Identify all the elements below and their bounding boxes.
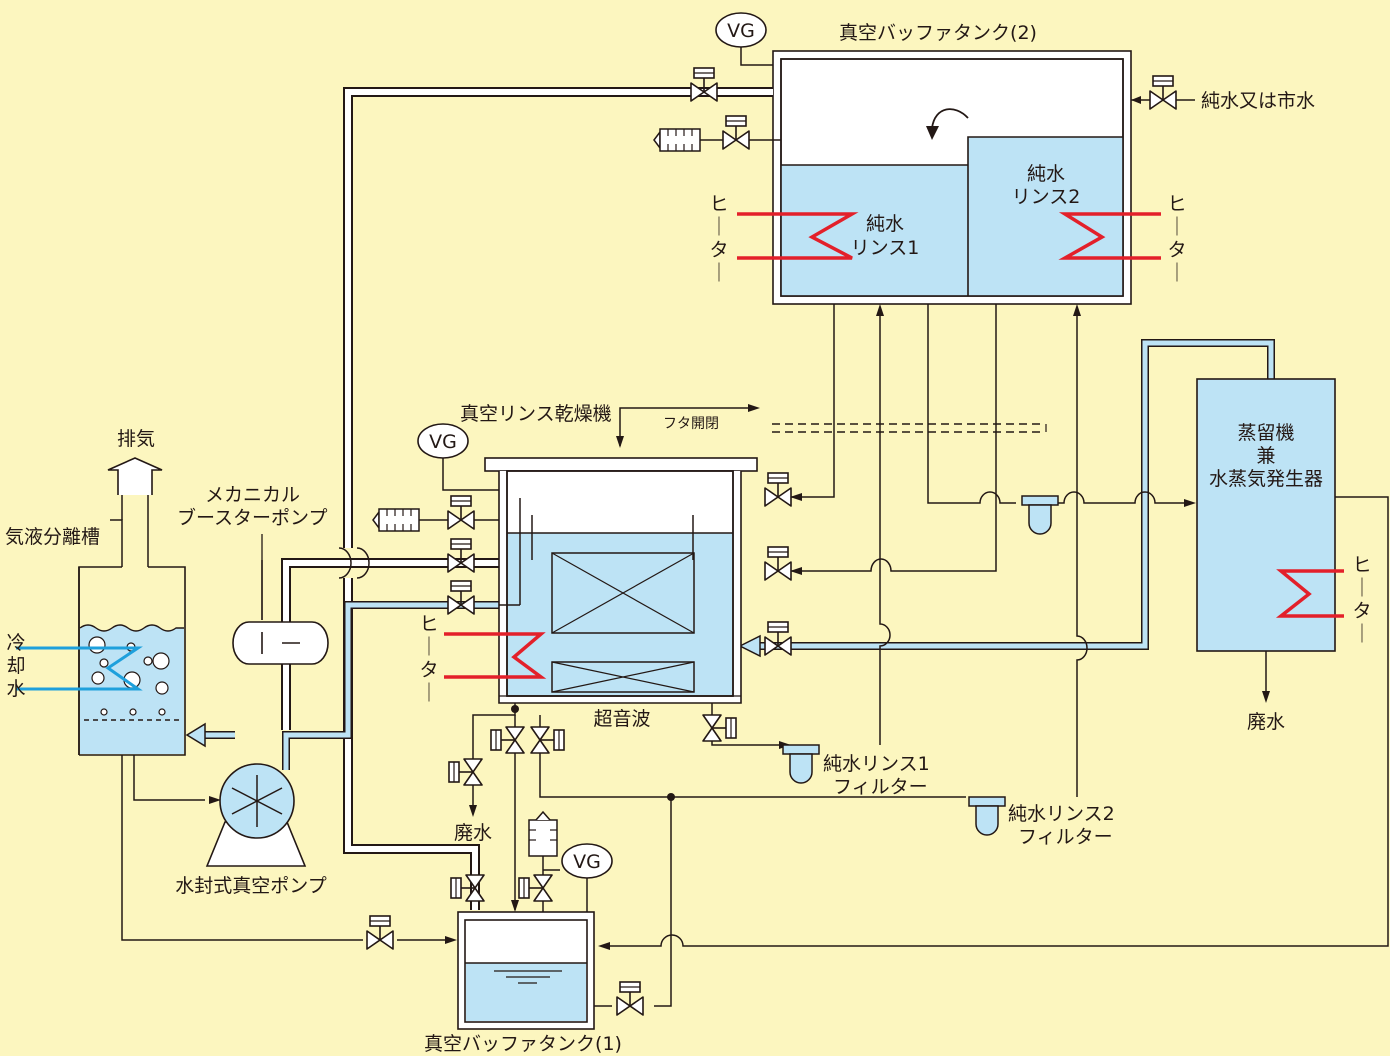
buffer-tank-2 bbox=[772, 50, 1132, 305]
rotation-arrow-icon bbox=[926, 108, 969, 140]
rinse1-label-line1: 純水 bbox=[866, 213, 904, 235]
vacuum-rinse-dryer-label: 真空リンス乾燥機 bbox=[460, 403, 612, 425]
vg-label: VG bbox=[727, 20, 755, 42]
pure-water-inlet: 純水又は市水 bbox=[1131, 75, 1315, 112]
vacuum-gauge-icon: VG bbox=[417, 423, 499, 491]
distiller-label-line2: 兼 bbox=[1256, 445, 1275, 467]
heater-icon bbox=[1275, 569, 1344, 618]
cooling-coil-icon bbox=[16, 646, 143, 691]
cooling-water-char: 却 bbox=[6, 655, 25, 677]
distiller: 蒸留機 兼 水蒸気発生器 bbox=[1196, 378, 1336, 652]
valve-icon[interactable] bbox=[530, 726, 565, 754]
heater-icon bbox=[737, 212, 859, 260]
air-cylinder-icon bbox=[653, 128, 701, 152]
valve-icon[interactable] bbox=[366, 915, 394, 950]
distiller-label-line3: 水蒸気発生器 bbox=[1209, 468, 1323, 490]
exhaust-arrow-icon bbox=[107, 457, 163, 495]
arrowheads bbox=[209, 304, 1270, 950]
heater-char: ｜ bbox=[709, 216, 728, 238]
heater-char: ｜ bbox=[1167, 216, 1186, 238]
vacuum-gauge-icon: VG bbox=[561, 843, 613, 912]
drain-label-dryer: 廃水 bbox=[454, 822, 492, 844]
vacuum-gauge-icon: VG bbox=[715, 12, 773, 66]
valve-icon[interactable] bbox=[447, 580, 475, 615]
heater-char: ｜ bbox=[419, 682, 438, 704]
valve-icon[interactable] bbox=[447, 495, 475, 530]
ultrasonic-label: 超音波 bbox=[593, 708, 650, 730]
water-seal-pump-label: 水封式真空ポンプ bbox=[175, 875, 326, 897]
heater-char: ｜ bbox=[709, 262, 728, 284]
junction-dot bbox=[511, 705, 519, 713]
rinse2-filter-label-line2: フィルター bbox=[1018, 826, 1113, 848]
valve-icon[interactable] bbox=[518, 874, 553, 902]
heater-char: タ bbox=[419, 659, 438, 681]
pump-icon bbox=[205, 763, 307, 867]
drain-label-distiller: 廃水 bbox=[1247, 711, 1285, 733]
distiller-label-line1: 蒸留機 bbox=[1237, 422, 1294, 444]
heater-char: ヒ bbox=[1167, 193, 1186, 215]
buffer-tank-1 bbox=[457, 911, 595, 1030]
heater-char: タ bbox=[709, 239, 728, 261]
heater-char: タ bbox=[1352, 600, 1371, 622]
mechanical-booster-label-line1: メカニカル bbox=[205, 484, 300, 506]
heater-char: ｜ bbox=[1352, 623, 1371, 645]
rinse2-label-line1: 純水 bbox=[1027, 163, 1065, 185]
vacuum-rinse-dryer bbox=[484, 457, 758, 704]
mechanical-booster-label-line2: ブースターポンプ bbox=[177, 506, 327, 529]
lid-open-close: フタ開閉 bbox=[616, 404, 1047, 448]
air-cylinder-icon bbox=[372, 508, 420, 532]
heater-label-right-tank2: ヒ ｜ タ ｜ bbox=[1167, 193, 1186, 284]
valve-icon[interactable] bbox=[448, 758, 483, 786]
rinse2-filter-label-line1: 純水リンス2 bbox=[1008, 803, 1115, 825]
rinse1-label-line2: リンス1 bbox=[851, 237, 920, 259]
vg-label: VG bbox=[429, 431, 457, 453]
air-cylinder-icon bbox=[528, 810, 558, 857]
heater-char: ヒ bbox=[709, 193, 728, 215]
heater-char: ヒ bbox=[1352, 554, 1371, 576]
filter-icon bbox=[968, 796, 1006, 836]
exhaust-label: 排気 bbox=[117, 428, 155, 450]
heater-label-left-tank2: ヒ ｜ タ ｜ bbox=[709, 193, 728, 284]
rinse1-filter-label-line2: フィルター bbox=[833, 776, 928, 798]
buffer-tank-1-title: 真空バッファタンク(1) bbox=[424, 1033, 622, 1055]
pure-or-city-water-label: 純水又は市水 bbox=[1201, 90, 1315, 112]
cooling-water-char: 冷 bbox=[6, 632, 25, 654]
filter-icon bbox=[1021, 495, 1059, 535]
heater-icon bbox=[444, 632, 547, 679]
valve-icon[interactable] bbox=[490, 726, 525, 754]
vg-label: VG bbox=[573, 851, 601, 873]
lid-open-close-label: フタ開閉 bbox=[663, 416, 719, 432]
valve-icon[interactable] bbox=[616, 981, 644, 1016]
blue-pipes bbox=[185, 339, 1275, 770]
heater-char: タ bbox=[1167, 239, 1186, 261]
cooling-water-label: 冷 却 水 bbox=[6, 632, 25, 700]
booster-pump-icon bbox=[232, 621, 329, 665]
valve-icon[interactable] bbox=[702, 714, 737, 742]
cooling-water-char: 水 bbox=[6, 678, 25, 700]
heater-char: ｜ bbox=[1167, 262, 1186, 284]
heater-char: ｜ bbox=[1352, 577, 1371, 599]
filter-icon bbox=[782, 744, 820, 784]
heater-label-dryer: ヒ ｜ タ ｜ bbox=[419, 613, 438, 704]
junction-dot bbox=[667, 793, 675, 801]
heater-char: ヒ bbox=[419, 613, 438, 635]
gas-liquid-separator-label: 気液分離槽 bbox=[5, 526, 100, 548]
valve-icon[interactable] bbox=[764, 546, 792, 581]
heater-icon bbox=[1058, 212, 1161, 260]
buffer-tank-2-title: 真空バッファタンク(2) bbox=[839, 22, 1037, 44]
valve-icon[interactable] bbox=[764, 472, 792, 507]
rinse1-filter-label-line1: 純水リンス1 bbox=[823, 753, 930, 775]
valve-icon[interactable] bbox=[722, 115, 750, 150]
heater-label-distiller: ヒ ｜ タ ｜ bbox=[1352, 554, 1371, 645]
heater-char: ｜ bbox=[419, 636, 438, 658]
rinse2-label-line2: リンス2 bbox=[1012, 186, 1081, 208]
gas-liquid-separator bbox=[78, 566, 186, 756]
valve-icon[interactable] bbox=[764, 621, 792, 656]
